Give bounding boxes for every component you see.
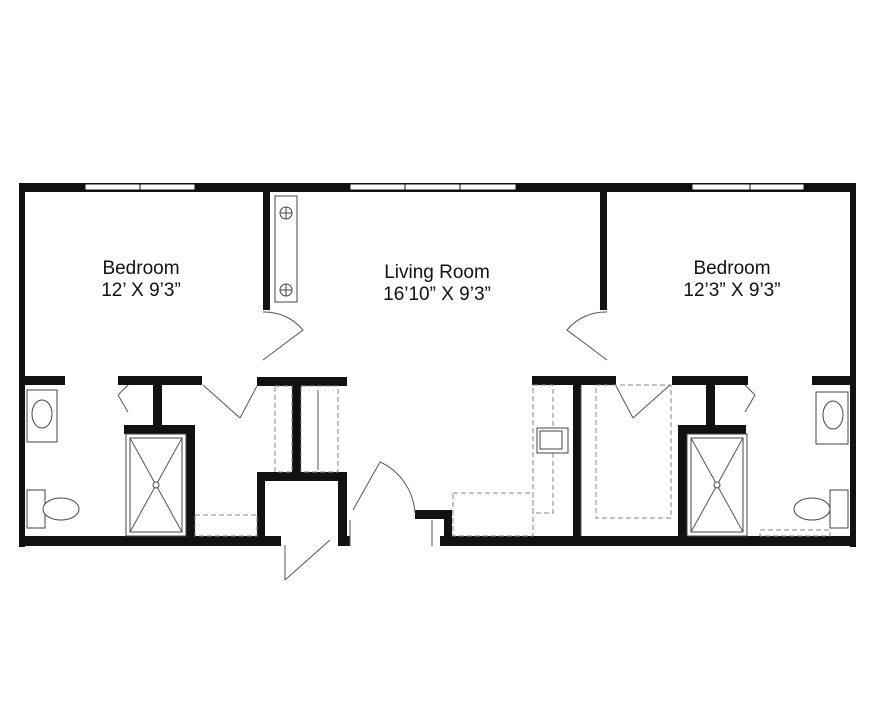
room-name: Bedroom (693, 258, 771, 279)
room-dimensions: 16’10” X 9’3” (383, 284, 491, 305)
room-label-living-room: Living Room 16’10” X 9’3” (337, 262, 537, 306)
room-dimensions: 12’ X 9’3” (101, 280, 181, 301)
room-name: Living Room (384, 262, 490, 283)
room-dimensions: 12’3” X 9’3” (683, 280, 781, 301)
room-label-bedroom-right: Bedroom 12’3” X 9’3” (632, 258, 832, 302)
windows (84, 183, 805, 191)
fixtures-outlines (194, 384, 672, 537)
outlet-markers (274, 195, 298, 303)
doors (202, 311, 671, 581)
left-bathroom (26, 384, 187, 537)
room-label-bedroom-left: Bedroom 12’ X 9’3” (41, 258, 241, 302)
room-name: Bedroom (102, 258, 180, 279)
right-bathroom (686, 384, 849, 537)
interior-walls (25, 192, 850, 546)
